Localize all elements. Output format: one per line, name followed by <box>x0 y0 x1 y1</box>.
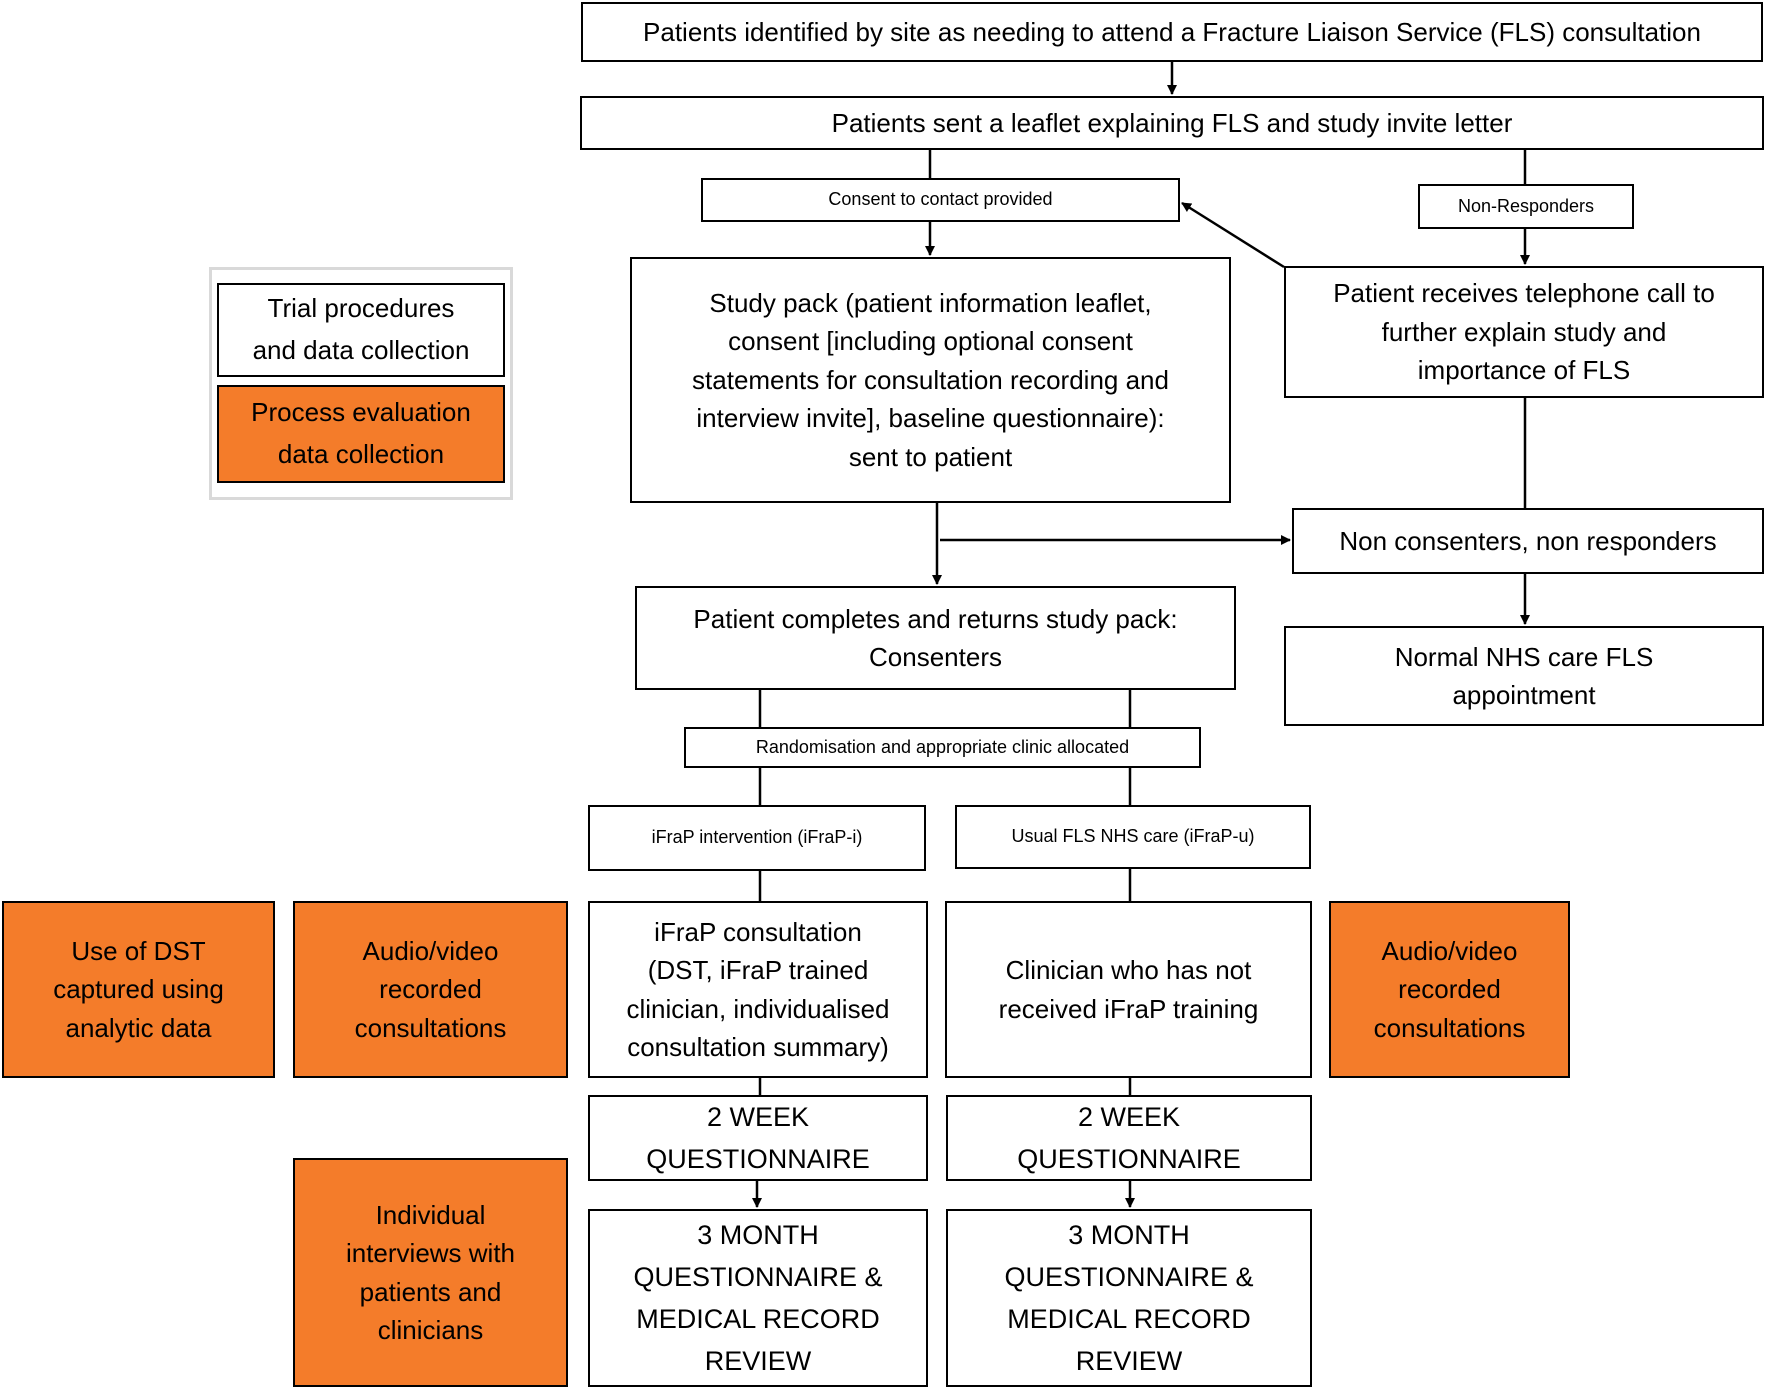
clinician-not-trained-text: Clinician who has not received iFraP tra… <box>998 955 1259 1024</box>
box-ifrap-intervention: iFraP intervention (iFraP-i) <box>588 805 926 871</box>
box-dst-use: Use of DST captured using analytic data <box>2 901 275 1078</box>
legend-process-label: Process evaluation data collection <box>251 397 471 469</box>
legend-trial-label: Trial procedures and data collection <box>252 293 470 365</box>
box-study-pack: Study pack (patient information leaflet,… <box>630 257 1231 503</box>
two-week-i-text: 2 WEEK QUESTIONNAIRE <box>646 1101 870 1174</box>
ifrap-intervention-text: iFraP intervention (iFraP-i) <box>651 827 863 848</box>
non-consenters-text: Non consenters, non responders <box>1339 525 1717 556</box>
box-ifrap-consultation: iFraP consultation (DST, iFraP trained c… <box>588 901 928 1078</box>
patient-completes-text: Patient completes and returns study pack… <box>693 603 1178 672</box>
telephone-call-text: Patient receives telephone call to furth… <box>1333 278 1715 386</box>
box-audio-video-usual-care: Audio/video recorded consultations <box>1329 901 1570 1078</box>
box-leaflet-sent: Patients sent a leaflet explaining FLS a… <box>580 96 1764 150</box>
usual-fls-care-text: Usual FLS NHS care (iFraP-u) <box>1011 826 1255 847</box>
box-clinician-not-trained: Clinician who has not received iFraP tra… <box>945 901 1312 1078</box>
arrow-telephone-to-consent <box>1181 201 1285 269</box>
box-three-month-questionnaire-i: 3 MONTH QUESTIONNAIRE & MEDICAL RECORD R… <box>588 1209 928 1387</box>
box-individual-interviews: Individual interviews with patients and … <box>293 1158 568 1387</box>
box-consent-to-contact: Consent to contact provided <box>701 178 1180 222</box>
two-week-u-text: 2 WEEK QUESTIONNAIRE <box>1017 1101 1241 1174</box>
normal-nhs-care-text: Normal NHS care FLS appointment <box>1394 641 1654 710</box>
box-telephone-call: Patient receives telephone call to furth… <box>1284 266 1764 398</box>
leaflet-sent-text: Patients sent a leaflet explaining FLS a… <box>831 107 1513 138</box>
box-patients-identified: Patients identified by site as needing t… <box>581 2 1763 62</box>
box-randomisation: Randomisation and appropriate clinic all… <box>684 727 1201 768</box>
ifrap-consultation-text: iFraP consultation (DST, iFraP trained c… <box>626 916 890 1062</box>
non-responders-text: Non-Responders <box>1457 195 1595 216</box>
individual-interviews-text: Individual interviews with patients and … <box>345 1199 516 1345</box>
study-pack-text: Study pack (patient information leaflet,… <box>692 287 1169 472</box>
audio-video-usual-care-text: Audio/video recorded consultations <box>1373 935 1526 1043</box>
box-usual-fls-care: Usual FLS NHS care (iFraP-u) <box>955 805 1311 869</box>
box-two-week-questionnaire-u: 2 WEEK QUESTIONNAIRE <box>946 1095 1312 1181</box>
three-month-i-text: 3 MONTH QUESTIONNAIRE & MEDICAL RECORD R… <box>633 1219 883 1377</box>
box-non-responders: Non-Responders <box>1418 184 1634 229</box>
box-two-week-questionnaire-i: 2 WEEK QUESTIONNAIRE <box>588 1095 928 1181</box>
box-audio-video-intervention: Audio/video recorded consultations <box>293 901 568 1078</box>
consent-to-contact-text: Consent to contact provided <box>828 189 1053 210</box>
randomisation-text: Randomisation and appropriate clinic all… <box>755 736 1130 757</box>
box-patient-completes: Patient completes and returns study pack… <box>635 586 1236 690</box>
box-three-month-questionnaire-u: 3 MONTH QUESTIONNAIRE & MEDICAL RECORD R… <box>946 1209 1312 1387</box>
legend-trial-procedures: Trial procedures and data collection <box>217 283 505 377</box>
box-normal-nhs-care: Normal NHS care FLS appointment <box>1284 626 1764 726</box>
three-month-u-text: 3 MONTH QUESTIONNAIRE & MEDICAL RECORD R… <box>1004 1219 1254 1377</box>
legend-process-evaluation: Process evaluation data collection <box>217 385 505 483</box>
dst-use-text: Use of DST captured using analytic data <box>53 935 224 1043</box>
box-non-consenters: Non consenters, non responders <box>1292 508 1764 574</box>
patients-identified-text: Patients identified by site as needing t… <box>643 16 1701 47</box>
audio-video-intervention-text: Audio/video recorded consultations <box>354 935 507 1043</box>
